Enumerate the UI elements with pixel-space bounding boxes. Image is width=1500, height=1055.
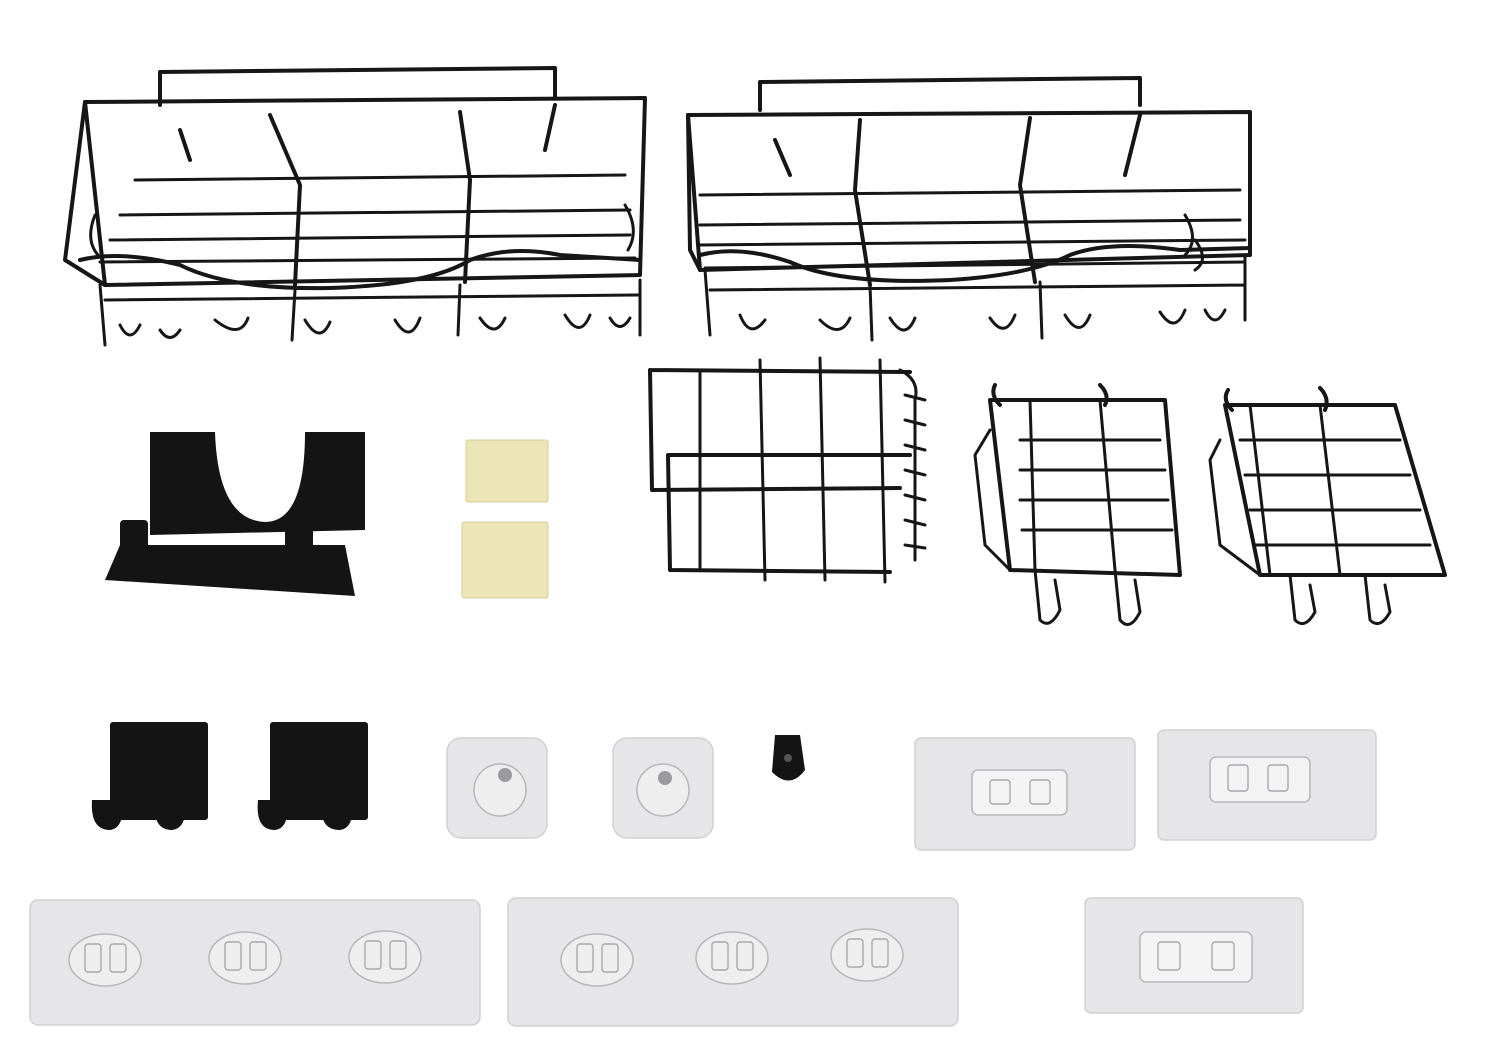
large-wire-caddy-right <box>686 76 1252 342</box>
black-double-hook-2 <box>257 722 368 830</box>
black-double-hook-1 <box>91 722 208 830</box>
adhesive-pad-single-clip-2 <box>1157 729 1377 841</box>
small-wire-basket-2 <box>1208 386 1447 626</box>
vertical-wire-holder <box>648 356 927 584</box>
adhesive-pad-single-clip-3 <box>1084 897 1304 1014</box>
adhesive-strip-triple-clip-2 <box>507 897 959 1027</box>
small-wire-basket-1 <box>973 383 1182 626</box>
adhesive-strip-triple-clip-1 <box>29 899 481 1026</box>
black-screw-cap <box>772 735 805 781</box>
screw-suction-pad-1 <box>446 737 548 839</box>
adhesive-pad-single-clip-1 <box>914 737 1136 851</box>
large-wire-caddy-left <box>63 66 647 347</box>
black-hair-dryer-bracket <box>105 432 365 596</box>
screw-suction-pad-2 <box>612 737 714 839</box>
double-sided-tape-squares <box>461 439 549 599</box>
